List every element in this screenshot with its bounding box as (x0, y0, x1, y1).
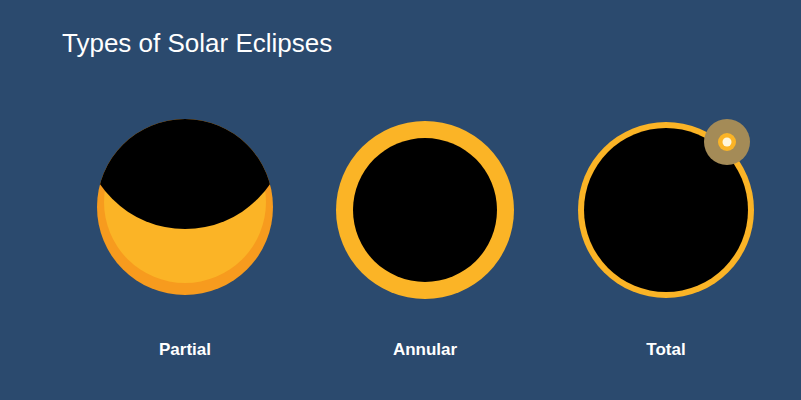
eclipse-type-label: Annular (393, 340, 457, 360)
diamond-ring-glow (704, 119, 750, 165)
diamond-ring-dot (718, 133, 736, 151)
diamond-ring-core (723, 138, 732, 147)
sun-corona (578, 122, 754, 298)
moon-disc (353, 138, 497, 282)
sun-ring (336, 121, 514, 299)
eclipse-type-label: Total (646, 340, 685, 360)
diagram-title: Types of Solar Eclipses (62, 28, 332, 59)
eclipse-type-label: Partial (159, 340, 211, 360)
